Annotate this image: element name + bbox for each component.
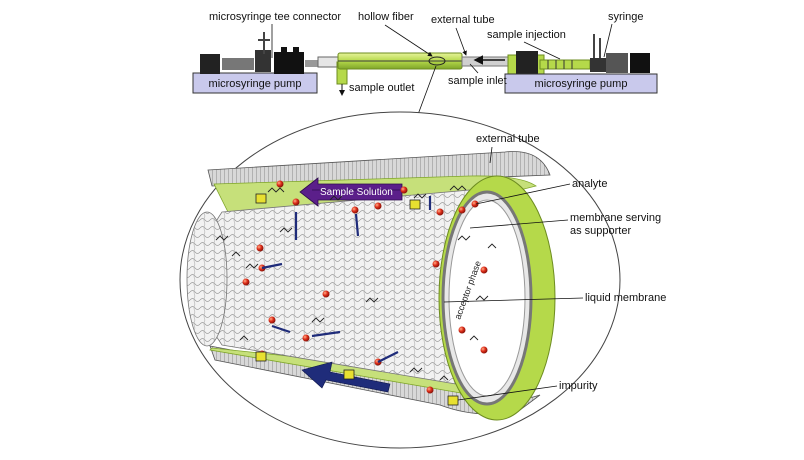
top-external-tube [461,56,513,67]
label-syringe: syringe [608,11,643,23]
right-pump-mechanism [507,34,650,76]
label-liquid-membrane: liquid membrane [585,292,666,304]
label-sample-injection: sample injection [487,29,566,41]
fiber-left-end [186,211,228,347]
transfer-arrows [261,196,432,363]
membrane-molecules [215,185,497,381]
label-external-tube-detail: external tube [476,133,540,145]
label-impurity: impurity [559,380,598,392]
left-pump-label: microsyringe pump [209,78,302,90]
label-sample-inlet: sample inlet [448,75,507,87]
impurities [255,193,459,406]
right-pump-label: microsyringe pump [535,78,628,90]
label-hollow-fiber: hollow fiber [358,11,414,23]
left-pump-base [192,72,318,94]
tee-connector [317,56,339,68]
sample-solution-arrow: Sample Solution [299,177,403,207]
right-pump-base [504,73,658,94]
detail-view: Sample Solution [179,111,666,449]
label-membrane-serving-line1: membrane serving [570,212,661,224]
apparatus-schematic: microsyringe pump [192,11,658,129]
left-pump-mechanism [200,32,319,74]
detail-focus-ellipse [428,56,446,66]
label-tee-connector: microsyringe tee connector [209,11,341,23]
label-sample-outlet: sample outlet [349,82,414,94]
label-external-tube-top: external tube [431,14,495,26]
label-membrane-serving-line2: as supporter [570,225,631,237]
label-analyte: analyte [572,178,607,190]
sample-solution-label: Sample Solution [320,187,393,198]
